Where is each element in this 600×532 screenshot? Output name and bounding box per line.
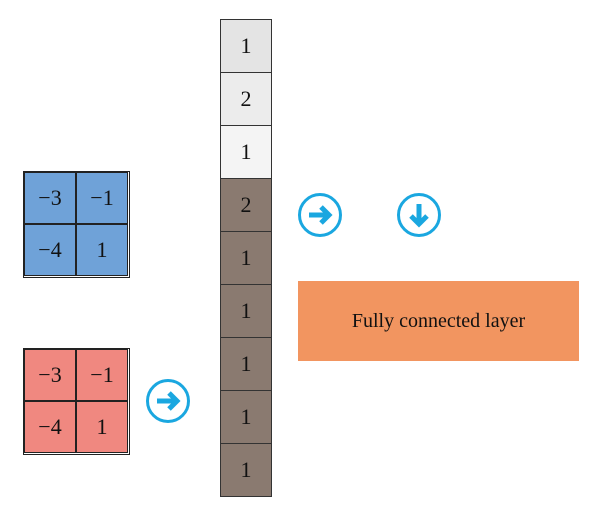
- arrow-down-icon: [397, 193, 441, 237]
- red-cell: −3: [24, 349, 76, 401]
- arrow-right-icon: [146, 379, 190, 423]
- blue-feature-map: −3 −1 −4 1: [23, 171, 130, 278]
- vector-cell: 1: [220, 125, 272, 179]
- vector-cell: 1: [220, 19, 272, 73]
- blue-cell: −4: [24, 224, 76, 276]
- blue-cell: −3: [24, 172, 76, 224]
- blue-cell: 1: [76, 224, 128, 276]
- vector-cell: 2: [220, 72, 272, 126]
- red-cell: 1: [76, 401, 128, 453]
- arrow-right-icon: [298, 193, 342, 237]
- vector-cell: 1: [220, 284, 272, 338]
- vector-cell: 1: [220, 443, 272, 497]
- vector-cell: 1: [220, 337, 272, 391]
- fully-connected-layer-label: Fully connected layer: [351, 309, 526, 332]
- vector-cell: 1: [220, 231, 272, 285]
- flattened-vector: 1 2 1 2 1 1 1 1 1: [220, 19, 272, 497]
- vector-cell: 2: [220, 178, 272, 232]
- blue-cell: −1: [76, 172, 128, 224]
- vector-cell: 1: [220, 390, 272, 444]
- red-feature-map: −3 −1 −4 1: [23, 348, 130, 455]
- red-cell: −1: [76, 349, 128, 401]
- red-cell: −4: [24, 401, 76, 453]
- fully-connected-layer-box: Fully connected layer: [298, 281, 579, 361]
